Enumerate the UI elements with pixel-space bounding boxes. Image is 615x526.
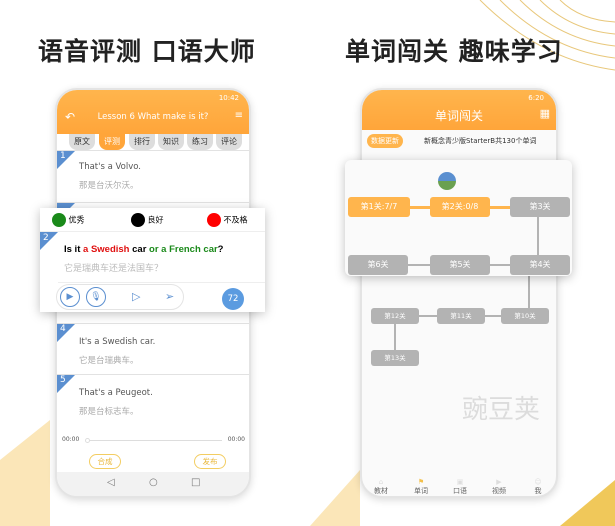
sentence-word-segment: a Swedish <box>83 244 130 255</box>
level-node[interactable]: 第4关 <box>510 255 570 275</box>
tab-speaking[interactable]: ▣口语 <box>453 478 467 495</box>
tab-textbook[interactable]: ⌂教材 <box>374 478 388 495</box>
grid-menu-icon[interactable]: ▦ <box>539 107 550 120</box>
header-title: 单词闯关 <box>434 109 483 123</box>
audio-progress-slider[interactable] <box>85 438 222 443</box>
level-map-card: 第1关:7/7 第2关:0/8 第3关 第6关 第5关 第4关 <box>345 160 572 276</box>
right-phone-screen: 6:20 单词闯关 ▦ 数据更新 新概念青少版StarterB共130个单词 第… <box>360 88 558 498</box>
data-update-button[interactable]: 数据更新 <box>367 134 403 148</box>
tab-zhishi[interactable]: 知识 <box>158 134 184 150</box>
sentence-word-segment: car <box>129 244 150 255</box>
tab-lianxi[interactable]: 练习 <box>187 134 213 150</box>
level-node[interactable]: 第5关 <box>430 255 490 275</box>
word-count-info: 新概念青少版StarterB共130个单词 <box>424 137 537 145</box>
status-time: 10:42 <box>218 94 239 102</box>
level-node[interactable]: 第6关 <box>348 255 408 275</box>
status-time: 6:20 <box>528 94 544 102</box>
sentence-cn: 那是台标志车。 <box>79 407 139 417</box>
sentence-item[interactable]: 5 That's a Peugeot. 那是台标志车。 <box>57 374 249 426</box>
legend-good: 良好 <box>131 213 164 227</box>
level-node[interactable]: 第12关 <box>371 308 419 324</box>
menu-icon[interactable]: ≡ <box>234 110 243 121</box>
evaluated-sentence: Is it a Swedish car or a French car? <box>64 244 223 256</box>
level-node[interactable]: 第3关 <box>510 197 570 217</box>
time-start: 00:00 <box>62 436 80 443</box>
system-nav-bar: ◁ ○ □ <box>57 472 249 496</box>
level-node[interactable]: 第11关 <box>437 308 485 324</box>
gold-triangle-decoration <box>0 420 615 526</box>
legend-excellent: 优秀 <box>52 213 85 227</box>
tab-video[interactable]: ▶视频 <box>492 478 506 495</box>
level-node[interactable]: 第2关:0/8 <box>430 197 490 217</box>
evaluated-sentence-cn: 它是瑞典车还是法国车？ <box>64 264 164 274</box>
sentence-number: 5 <box>60 375 66 385</box>
nav-back-icon[interactable]: ◁ <box>107 477 115 488</box>
time-end: 00:00 <box>227 436 245 443</box>
gold-arc-decoration <box>479 0 615 71</box>
sentence-number: 4 <box>60 324 66 334</box>
nav-home-icon[interactable]: ○ <box>149 477 158 488</box>
score-legend: 优秀 良好 不及格 <box>40 208 265 232</box>
send-icon[interactable]: ➢ <box>165 290 175 303</box>
right-heading: 单词闯关 趣味学习 <box>345 37 563 66</box>
sentence-cn: 它是台瑞典车。 <box>79 356 139 366</box>
word-challenge-header: 6:20 单词闯关 ▦ <box>362 90 556 130</box>
watermark-logo: 豌豆荚 <box>462 395 541 425</box>
audio-controls: ▶ 🎙 ▷ ➢ <box>56 284 184 310</box>
sentence-item[interactable]: 1 That's a Volvo. 那是台沃尔沃。 <box>57 150 249 202</box>
publish-button[interactable]: 发布 <box>194 454 226 469</box>
tab-pinglun[interactable]: 评论 <box>216 134 242 150</box>
left-heading: 语音评测 口语大师 <box>38 37 256 66</box>
play-icon[interactable]: ▶ <box>60 287 80 307</box>
nav-recent-icon[interactable]: □ <box>191 477 201 488</box>
microphone-icon[interactable]: 🎙 <box>86 287 106 307</box>
avatar <box>438 172 456 190</box>
score-badge: 72 <box>222 288 244 310</box>
tab-me[interactable]: ☺我 <box>534 478 542 495</box>
sentence-number: 1 <box>60 151 66 161</box>
sentence-word-segment: or a French car <box>149 244 218 255</box>
lesson-title: Lesson 6 What make is it? <box>97 112 209 122</box>
tab-pingce[interactable]: 评测 <box>99 134 125 150</box>
back-icon[interactable]: ↶ <box>65 110 76 124</box>
sentence-en: That's a Peugeot. <box>79 388 153 398</box>
sentence-word-segment: ? <box>217 244 224 255</box>
legend-fail: 不及格 <box>207 213 248 227</box>
sentence-en: It's a Swedish car. <box>79 337 156 347</box>
sentence-word-segment: Is it <box>64 244 84 255</box>
tab-yuanwen[interactable]: 原文 <box>69 134 95 150</box>
playback-icon[interactable]: ▷ <box>132 290 141 303</box>
sentence-en: That's a Volvo. <box>79 162 141 172</box>
level-node[interactable]: 第13关 <box>371 350 419 366</box>
compose-button[interactable]: 合成 <box>89 454 121 469</box>
tab-words[interactable]: ⚑单词 <box>414 478 428 495</box>
sentence-cn: 那是台沃尔沃。 <box>79 181 139 191</box>
evaluation-card: 优秀 良好 不及格 2 Is it a Swedish car or a Fre… <box>40 208 265 312</box>
tab-paihang[interactable]: 排行 <box>129 134 155 150</box>
sentence-number: 2 <box>43 233 49 243</box>
sentence-item[interactable]: 4 It's a Swedish car. 它是台瑞典车。 <box>57 323 249 373</box>
level-node[interactable]: 第10关 <box>501 308 549 324</box>
lesson-header: 10:42 ↶ Lesson 6 What make is it? ≡ <box>57 90 249 134</box>
level-node[interactable]: 第1关:7/7 <box>348 197 410 217</box>
